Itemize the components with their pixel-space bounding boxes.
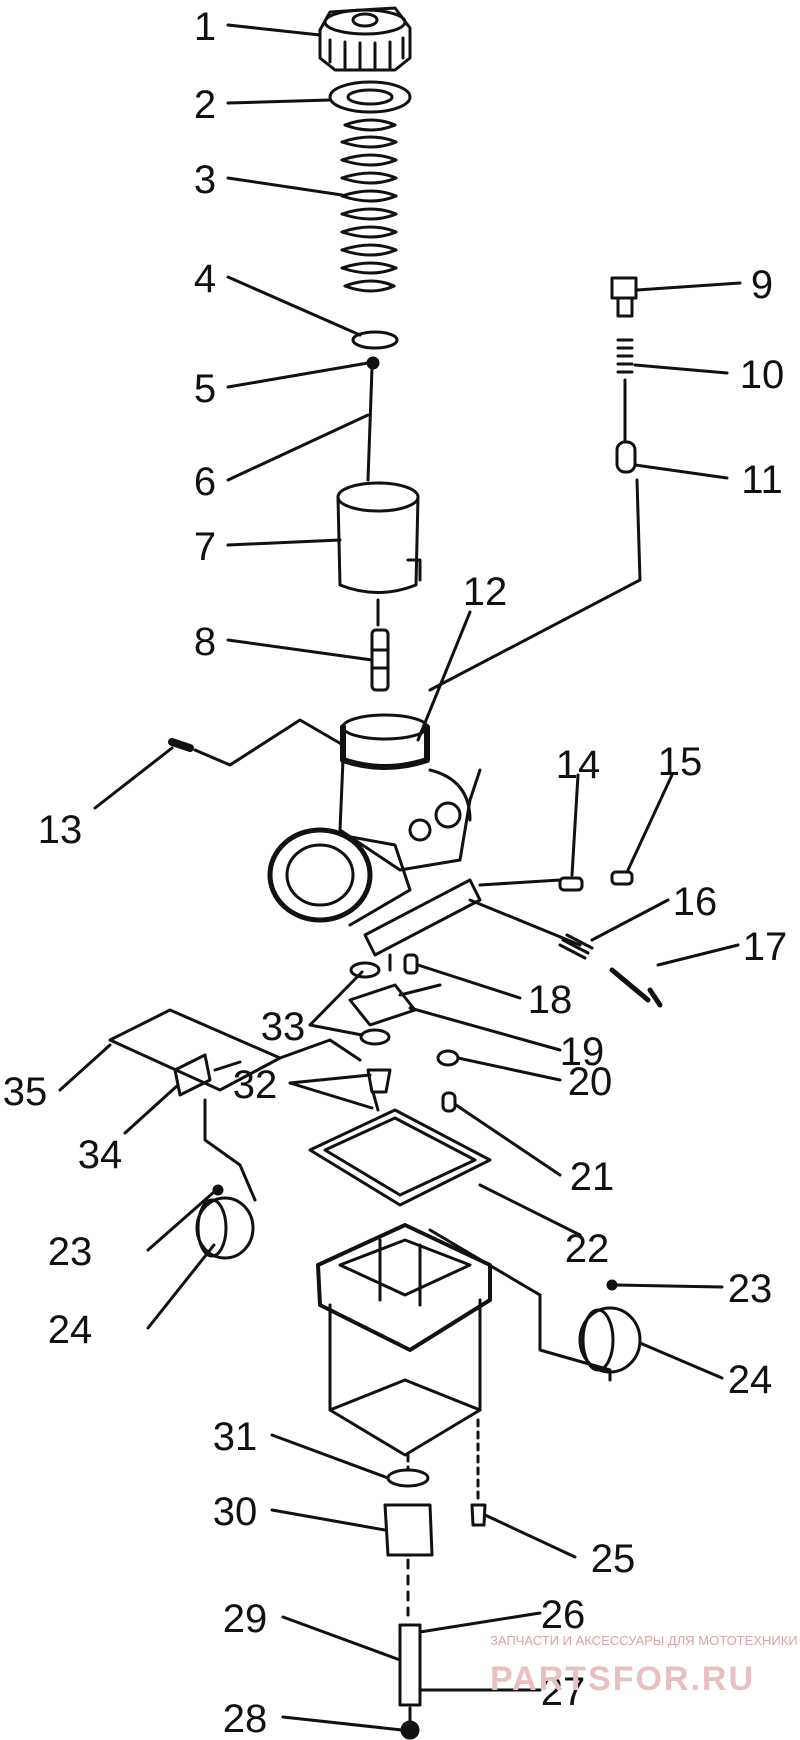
callout-3: 3: [194, 158, 216, 202]
callout-35: 35: [3, 1070, 48, 1114]
part-jet-needle: [366, 366, 374, 482]
callout-23-left: 23: [48, 1230, 93, 1274]
callout-labels: 1 2 3 4 5 6 7 8 9 10 11 12 13 14 15 16 1…: [3, 5, 788, 1740]
part-14: [558, 876, 584, 892]
part-needle-jet: [370, 628, 390, 692]
callout-23-right: 23: [728, 1267, 773, 1311]
callout-18: 18: [528, 978, 573, 1022]
callout-2: 2: [194, 83, 216, 127]
part-23-pin-left: [212, 1184, 224, 1196]
callout-26: 26: [541, 1593, 586, 1637]
part-21: [441, 1091, 457, 1113]
callout-31: 31: [213, 1415, 258, 1459]
part-carburetor-body: [267, 713, 482, 972]
part-ring: [328, 80, 412, 114]
part-needle-clip-plate: [351, 330, 399, 350]
callout-11: 11: [741, 458, 783, 502]
callout-4: 4: [194, 257, 216, 301]
callout-25: 25: [591, 1537, 636, 1581]
callout-14: 14: [556, 743, 601, 787]
part-pilot-jet: [168, 738, 194, 752]
part-float-bowl: [316, 1223, 492, 1457]
watermark: ЗАПЧАСТИ И АКСЕССУАРЫ ДЛЯ МОТОТЕХНИКИ PA…: [490, 1633, 798, 1698]
callout-5: 5: [194, 367, 216, 411]
part-32-needle-valve: [366, 1068, 392, 1112]
part-28-jet: [400, 1720, 420, 1740]
callout-29: 29: [223, 1597, 268, 1641]
callout-19: 19: [560, 1030, 605, 1074]
callout-33: 33: [261, 1005, 306, 1049]
part-33-washer: [349, 961, 381, 979]
part-33-washer-2: [359, 1028, 391, 1046]
callout-24-right: 24: [728, 1358, 773, 1402]
part-25-screw: [470, 1503, 487, 1527]
callout-34: 34: [78, 1133, 123, 1177]
watermark-brand: PARTSFOR.RU: [490, 1660, 755, 1698]
parts-drawing: [108, 6, 663, 1740]
callout-27: 27: [541, 1670, 586, 1714]
part-31-washer: [386, 1468, 430, 1488]
part-throttle-slide: [336, 481, 422, 594]
part-15: [610, 870, 634, 886]
part-16: [558, 933, 594, 960]
part-18: [403, 953, 419, 975]
callout-6: 6: [194, 460, 216, 504]
callout-13: 13: [38, 808, 83, 852]
part-top-cap: [318, 6, 412, 72]
callout-30: 30: [213, 1490, 258, 1534]
part-30-jet-holder: [383, 1503, 434, 1557]
part-spring: [340, 118, 398, 293]
callout-9: 9: [751, 263, 773, 307]
callout-10: 10: [740, 353, 785, 397]
watermark-tagline: ЗАПЧАСТИ И АКСЕССУАРЫ ДЛЯ МОТОТЕХНИКИ: [490, 1633, 798, 1648]
callout-21: 21: [570, 1155, 615, 1199]
callout-17: 17: [743, 925, 788, 969]
part-float-bowl-gasket: [308, 1108, 492, 1207]
callout-1: 1: [194, 5, 216, 49]
callout-12: 12: [463, 570, 508, 614]
part-float-arm: [348, 983, 442, 1027]
callout-16: 16: [673, 880, 718, 924]
part-26-29-main-jet: [398, 1623, 422, 1707]
part-17: [609, 967, 663, 1008]
callout-8: 8: [194, 620, 216, 664]
callout-15: 15: [658, 740, 703, 784]
leader-lines: [58, 23, 742, 1732]
callout-7: 7: [194, 525, 216, 569]
callout-24-left: 24: [48, 1308, 93, 1352]
callout-22: 22: [565, 1227, 610, 1271]
callout-20: 20: [568, 1060, 613, 1104]
part-20: [436, 1049, 460, 1067]
callout-32: 32: [233, 1063, 278, 1107]
callout-28: 28: [223, 1697, 268, 1740]
part-air-screw-assembly: [428, 276, 642, 692]
